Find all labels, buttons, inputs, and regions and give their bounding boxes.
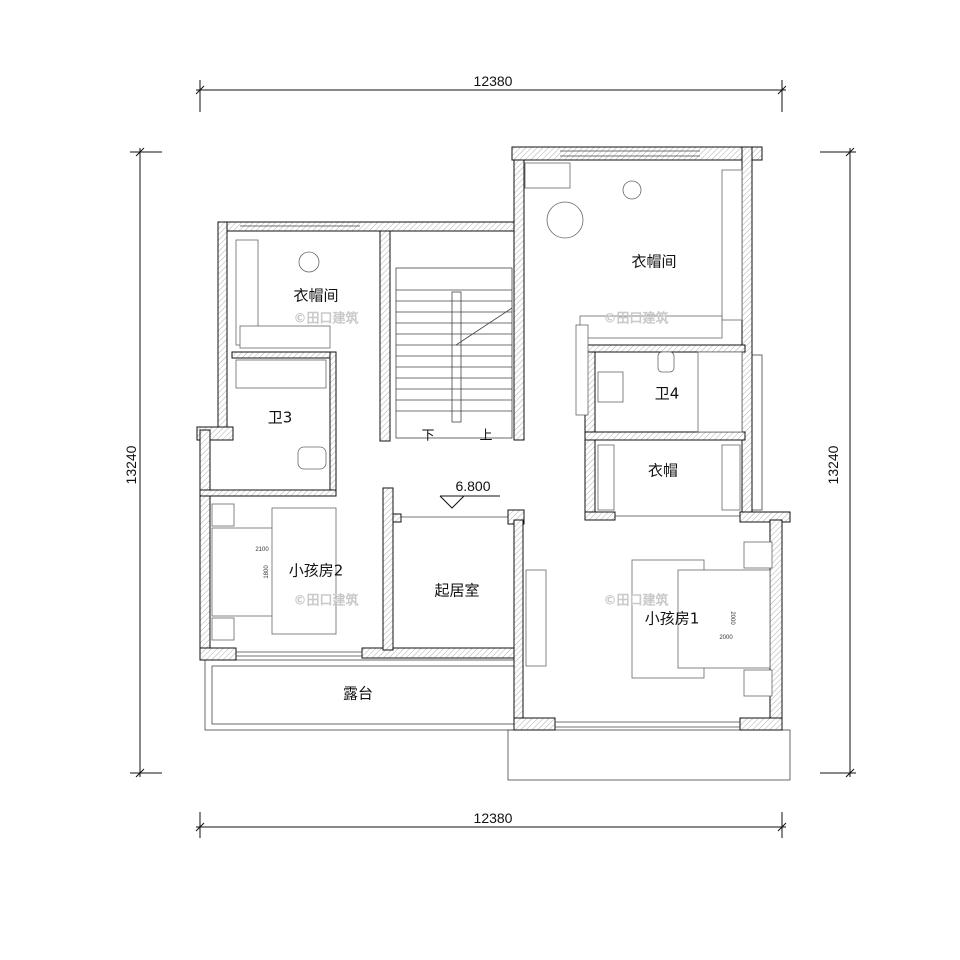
dimension-left-label: 13240 (123, 445, 139, 484)
bed1-length-dim: 2000 (719, 635, 733, 641)
dimension-top-label: 12380 (474, 73, 513, 89)
room-label-living-room: 起居室 (434, 582, 479, 600)
dimension-bottom-label: 12380 (474, 810, 513, 826)
room-label-kids-room-2: 小孩房2 (289, 562, 344, 580)
watermark: ©田口建筑 (603, 311, 668, 327)
watermark: ©田口建筑 (293, 593, 358, 609)
furniture (211, 162, 773, 697)
dimension-right: 13240 (820, 147, 856, 778)
dimension-left: 13240 (123, 147, 162, 778)
watermark: ©田口建筑 (293, 311, 358, 327)
level-marker: 6.800 (439, 478, 500, 509)
windows (236, 150, 740, 728)
stairs-up-label: 上 (479, 429, 492, 444)
dimension-bottom: 12380 (195, 810, 787, 838)
watermark: ©田口建筑 (603, 593, 668, 609)
bed2-width-dim: 1800 (264, 565, 270, 579)
bed1-width-dim: 2000 (729, 611, 735, 625)
room-label-kids-room-1: 小孩房1 (645, 610, 700, 628)
room-label-wardrobe-left: 衣帽间 (293, 287, 338, 305)
level-label: 6.800 (455, 478, 490, 494)
bed2-length-dim: 2100 (255, 547, 269, 553)
room-label-bath3: 卫3 (268, 409, 293, 427)
room-label-closet: 衣帽 (648, 462, 678, 480)
room-label-wardrobe-right: 衣帽间 (631, 253, 676, 271)
staircase (395, 267, 513, 439)
room-label-bath4: 卫4 (655, 385, 680, 403)
walls (196, 146, 791, 731)
stairs-down-label: 下 (421, 429, 434, 444)
dimension-top: 12380 (195, 73, 787, 112)
dimension-right-label: 13240 (825, 445, 841, 484)
room-label-terrace: 露台 (343, 685, 373, 703)
